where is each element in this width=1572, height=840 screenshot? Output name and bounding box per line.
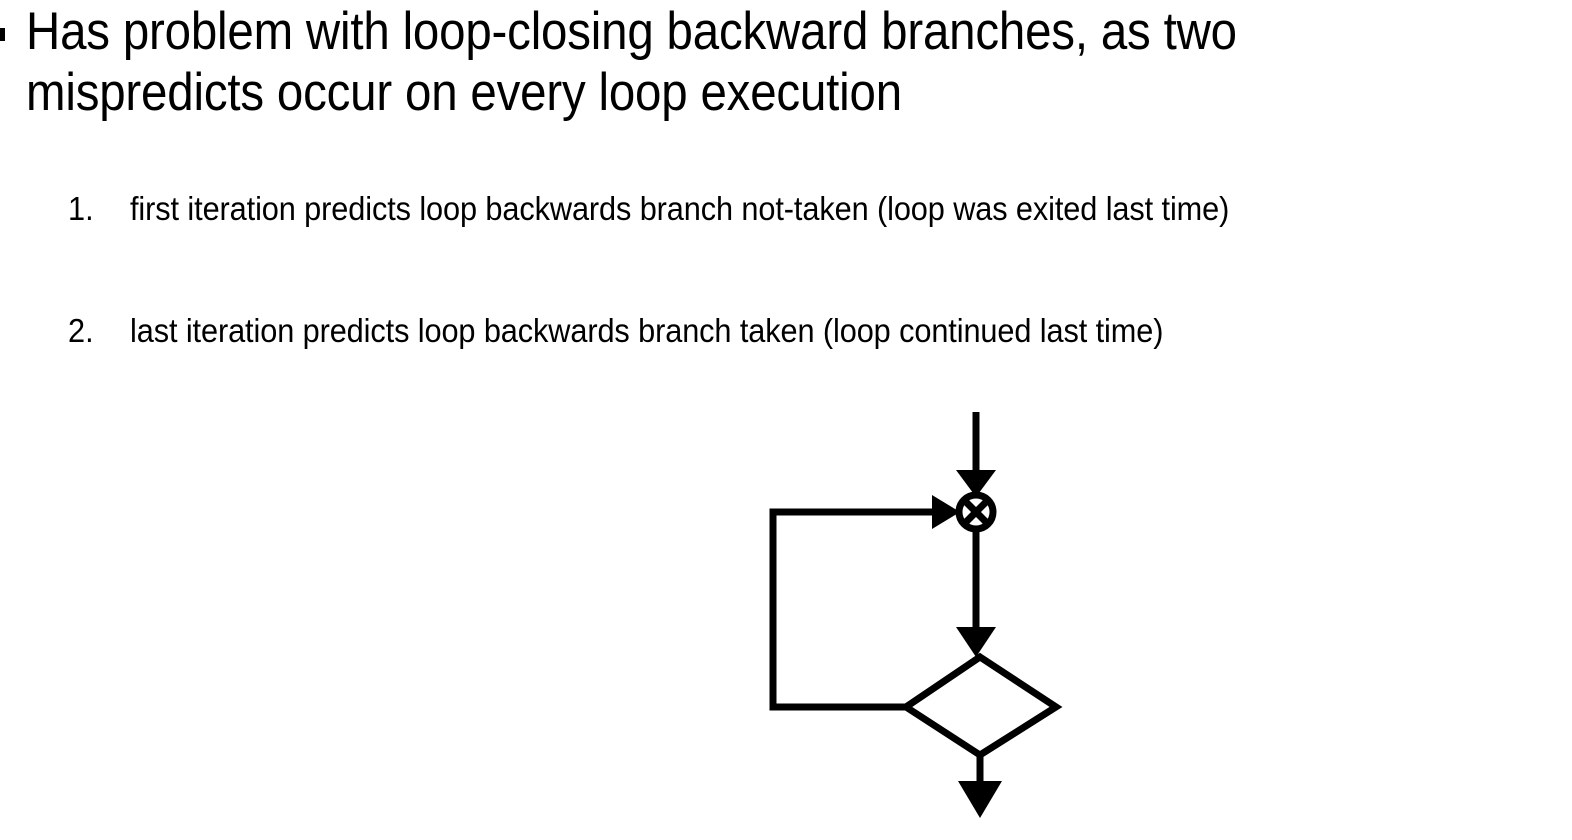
list-item: 1. first iteration predicts loop backwar… [0, 188, 1572, 293]
list-item-number: 2. [68, 312, 94, 349]
square-bullet-icon [0, 28, 5, 41]
decision-diamond-icon [899, 652, 1063, 760]
list-item-text: last iteration predicts loop backwards b… [130, 312, 1164, 349]
loop-back-arrowhead-icon [932, 495, 960, 529]
list-item-number: 1. [68, 190, 94, 227]
list-item-text: first iteration predicts loop backwards … [130, 190, 1230, 227]
decision-arrowhead-icon [956, 627, 996, 657]
numbered-list: 1. first iteration predicts loop backwar… [0, 188, 1572, 427]
bullet-text: Has problem with loop-closing backward b… [26, 2, 1250, 122]
loop-back-path [769, 508, 935, 711]
merge-junction-icon [955, 491, 997, 533]
exit-arrowhead-icon [958, 781, 1002, 818]
loop-flowchart-diagram [740, 395, 1120, 840]
loop-flowchart-svg [769, 412, 1063, 818]
list-item: 2. last iteration predicts loop backward… [0, 310, 1572, 410]
entry-arrowhead-icon [956, 470, 996, 497]
